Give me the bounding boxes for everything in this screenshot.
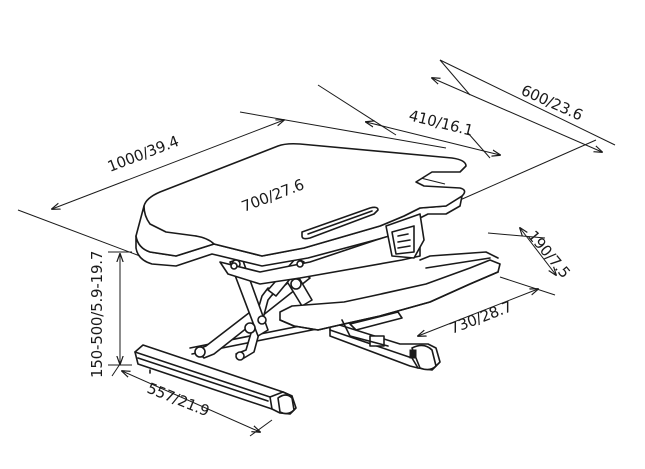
dim-line-top-depth — [432, 78, 602, 152]
label-height-range: 150-500/5.9-19.7 — [88, 251, 106, 378]
label-keyboard-width: 730/28.7 — [447, 297, 515, 337]
label-top-width: 1000/39.4 — [105, 132, 181, 176]
desk-top — [135, 142, 467, 285]
dim-line-keyboard-width — [418, 289, 538, 336]
dim-line-top-width — [52, 120, 284, 209]
dim-line-rear-width — [366, 122, 500, 155]
keyboard-tray — [279, 251, 501, 347]
label-keyboard-depth: 190/7.5 — [524, 227, 574, 282]
desk-base — [134, 317, 441, 415]
dim-line-base-depth — [122, 371, 260, 432]
dim-line-keyboard-depth — [520, 228, 556, 275]
dimension-lines — [52, 78, 602, 432]
